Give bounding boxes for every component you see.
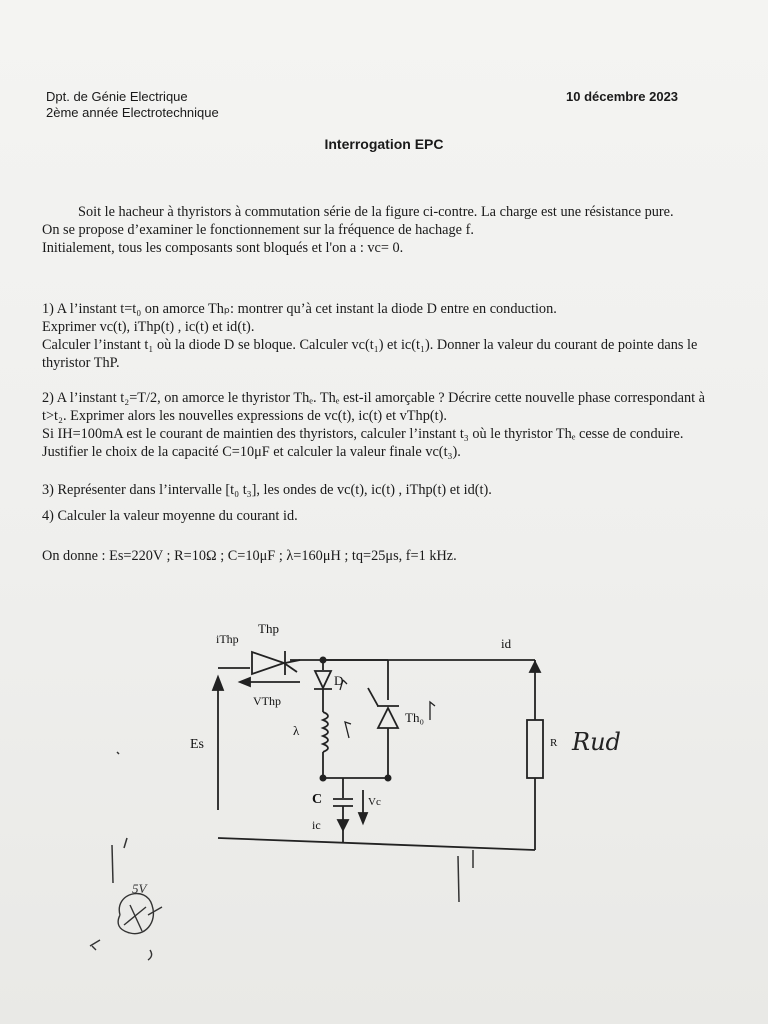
gate-mark [344, 700, 436, 739]
ic-arrowhead [336, 819, 350, 833]
v-thp-label: VThp [253, 694, 281, 708]
thyristor-thp [251, 650, 301, 676]
vthp-arrowhead [237, 676, 251, 688]
ic-label: ic [312, 818, 321, 832]
header-left: Dpt. de Génie Electrique 2ème année Elec… [46, 89, 219, 121]
given-values: On donne : Es=220V ; R=10Ω ; C=10μF ; λ=… [42, 548, 457, 564]
intro-line: Soit le hacheur à thyristors à commutati… [78, 204, 674, 220]
question-line: 3) Représenter dans l’intervalle [t₀ t₃]… [42, 482, 492, 498]
thp-label: Thp [258, 621, 279, 636]
the-label: Th₀ [405, 710, 424, 725]
node [384, 774, 392, 782]
question-4: 4) Calculer la valeur moyenne du courant… [42, 507, 727, 525]
page-title: Interrogation EPC [324, 136, 444, 152]
doodle-text: 5V [132, 881, 149, 896]
question-line: 4) Calculer la valeur moyenne du courant… [42, 508, 298, 524]
es-arrowhead [211, 674, 225, 691]
question-line: 2) A l’instant t₂=T/2, on amorce le thyr… [42, 390, 705, 424]
diode-label: D [334, 673, 343, 688]
question-line: Si IH=100mA est le courant de maintien d… [42, 426, 684, 460]
doodle-icon [89, 892, 163, 961]
pen-marks [111, 751, 474, 903]
lambda-label: λ [293, 723, 300, 738]
id-arrowhead [528, 659, 542, 673]
node [319, 774, 327, 782]
vc-label: Vc [368, 796, 381, 808]
diode-d [313, 670, 333, 691]
inductor-lambda [320, 711, 329, 753]
question-2: 2) A l’instant t₂=T/2, on amorce le thyr… [42, 389, 727, 461]
question-3: 3) Représenter dans l’intervalle [t₀ t₃]… [42, 481, 727, 499]
es-label: Es [190, 737, 204, 752]
department-label: Dpt. de Génie Electrique [46, 89, 188, 104]
wire [217, 837, 536, 851]
question-1: 1) A l’instant t=t₀ on amorce Thₚ: montr… [42, 300, 727, 372]
year-label: 2ème année Electrotechnique [46, 105, 219, 120]
date-label: 10 décembre 2023 [566, 89, 679, 104]
c-label: C [312, 792, 322, 807]
id-label: id [501, 636, 512, 651]
resistor-r [526, 719, 544, 779]
gate-mark [339, 679, 348, 691]
i-thp-label: iThp [216, 632, 239, 646]
intro-line: On se propose d’examiner le fonctionneme… [42, 222, 474, 238]
intro-paragraph: Soit le hacheur à thyristors à commutati… [42, 203, 727, 257]
question-line: Exprimer vc(t), iThp(t) , ic(t) et id(t)… [42, 319, 255, 335]
intro-line: Initialement, tous les composants sont b… [42, 240, 404, 256]
thyristor-the [367, 687, 400, 729]
node [319, 656, 327, 664]
question-line: 1) A l’instant t=t₀ on amorce Thₚ: montr… [42, 301, 557, 317]
handwritten-load-note: Rud [571, 728, 621, 756]
vc-arrowhead [357, 812, 369, 826]
question-line: Calculer l’instant t₁ où la diode D se b… [42, 337, 698, 371]
capacitor-c [333, 798, 353, 807]
r-label: R [550, 737, 558, 749]
